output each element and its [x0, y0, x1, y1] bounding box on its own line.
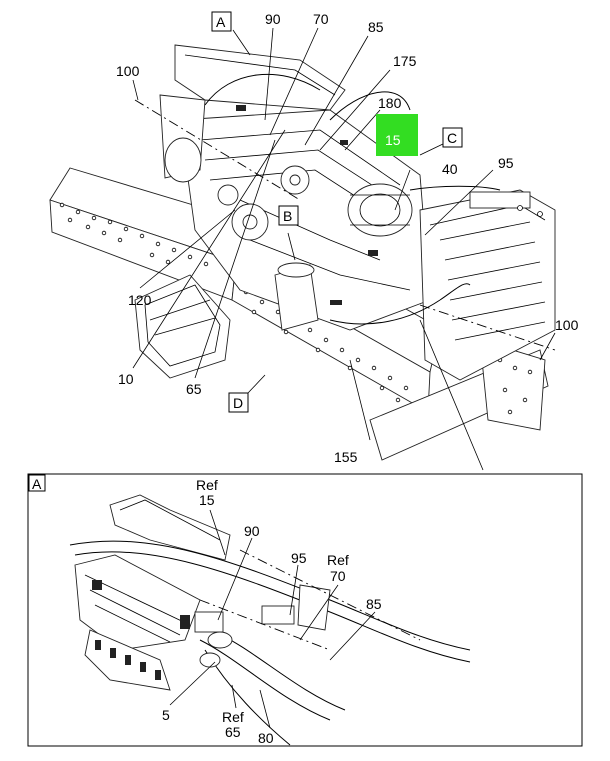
- callout-10: 10: [118, 371, 134, 387]
- detail-callout-5: 5: [162, 707, 170, 723]
- hoses: [204, 73, 501, 325]
- callout-85: 85: [368, 19, 384, 35]
- detail-callout-95: 95: [291, 550, 307, 566]
- detail-a-inset: A: [27, 473, 583, 747]
- highlight-label-15: 15: [385, 132, 401, 148]
- highlight-part-15: [376, 114, 418, 156]
- callout-70: 70: [313, 11, 329, 27]
- centerline-left: [134, 99, 301, 201]
- svg-text:B: B: [283, 208, 292, 224]
- right-frame-rail: [369, 339, 549, 461]
- inset-drawing: [69, 494, 471, 746]
- inset-leader-lines: [169, 509, 376, 729]
- detail-ref65-num: 65: [225, 724, 241, 740]
- detail-ref70-ref: Ref: [327, 552, 349, 568]
- callout-90: 90: [265, 11, 281, 27]
- detail-a-label: A: [32, 476, 42, 492]
- detail-a-label-box: [28, 474, 46, 492]
- detail-callout-90: 90: [244, 523, 260, 539]
- detail-ref15-ref: Ref: [196, 477, 218, 493]
- radiator: [419, 189, 556, 381]
- view-box-a: A: [211, 11, 232, 32]
- callout-120: 120: [128, 292, 152, 308]
- detail-ref15-num: 15: [199, 492, 215, 508]
- callout-155: 155: [334, 449, 358, 465]
- oil-pan: [134, 274, 231, 379]
- centerline-right: [419, 304, 556, 351]
- callout-95: 95: [498, 155, 514, 171]
- callout-175: 175: [393, 53, 417, 69]
- detail-ref70-num: 70: [330, 568, 346, 584]
- callout-180: 180: [378, 95, 402, 111]
- view-box-c: C: [442, 127, 463, 148]
- view-box-d: D: [228, 392, 249, 413]
- main-view: 15 A B C D 90 70 85 175 100 180 40 95 10…: [49, 11, 579, 487]
- intake-duct: [159, 44, 346, 183]
- callout-100-right: 100: [555, 317, 579, 333]
- rail-holes: [59, 202, 417, 408]
- callout-40: 40: [442, 161, 458, 177]
- svg-text:A: A: [216, 14, 226, 30]
- detail-ref65-ref: Ref: [222, 709, 244, 725]
- svg-text:D: D: [233, 395, 243, 411]
- callout-100-left: 100: [116, 63, 140, 79]
- detail-callout-85: 85: [366, 596, 382, 612]
- view-box-b: B: [278, 205, 299, 226]
- callout-65: 65: [186, 381, 202, 397]
- svg-text:C: C: [447, 130, 457, 146]
- detail-callout-80: 80: [258, 730, 274, 746]
- leader-lines: [132, 27, 556, 471]
